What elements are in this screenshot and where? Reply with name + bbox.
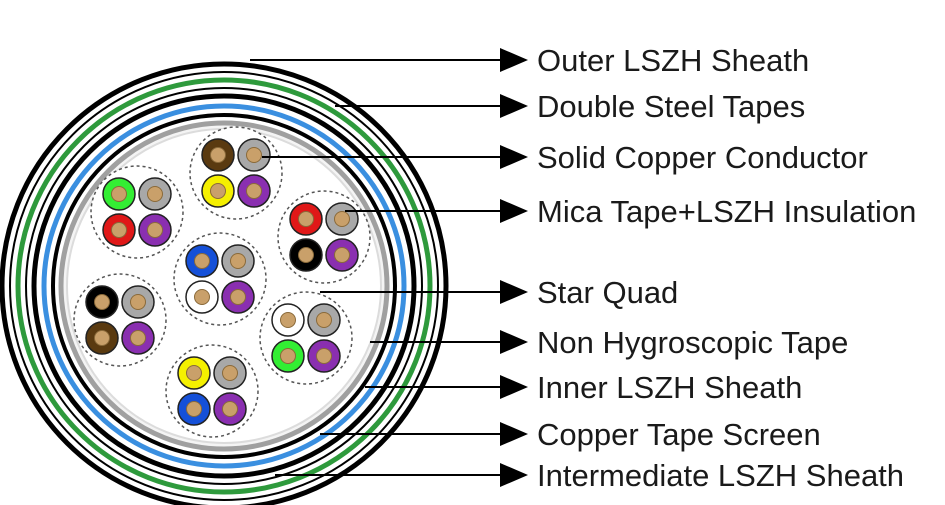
copper-conductor <box>246 147 262 163</box>
copper-conductor <box>111 186 127 202</box>
label-inner-lszh-sheath: Inner LSZH Sheath <box>537 370 802 405</box>
copper-conductor <box>147 222 163 238</box>
label-solid-copper-conductor: Solid Copper Conductor <box>537 140 868 175</box>
star-quad-7 <box>165 344 259 438</box>
quad-binder-tape <box>90 165 184 259</box>
copper-conductor <box>194 289 210 305</box>
star-quad-2 <box>90 165 184 259</box>
copper-conductor <box>316 312 332 328</box>
quad-binder-tape <box>259 291 353 385</box>
copper-conductor <box>334 247 350 263</box>
arrow-star-quad <box>500 280 528 304</box>
arrow-non-hygroscopic <box>500 330 528 354</box>
copper-conductor <box>246 183 262 199</box>
copper-conductor <box>210 147 226 163</box>
steel-tape-ring-1 <box>9 71 439 501</box>
star-quad-1 <box>189 126 283 220</box>
label-double-steel-tapes: Double Steel Tapes <box>537 89 805 124</box>
quad-binder-tape <box>173 232 267 326</box>
leader-lines <box>250 59 505 476</box>
label-star-quad: Star Quad <box>537 275 678 310</box>
copper-conductor <box>186 401 202 417</box>
outer-lszh-sheath-ring <box>0 61 449 505</box>
star-quad-3 <box>277 190 371 284</box>
arrow-outer-sheath <box>500 48 528 72</box>
blue-layer-ring <box>41 103 407 469</box>
labels: Outer LSZH Sheath Double Steel Tapes Sol… <box>537 43 916 493</box>
copper-conductor <box>222 401 238 417</box>
copper-conductor <box>94 330 110 346</box>
copper-conductor <box>230 289 246 305</box>
copper-conductor <box>230 253 246 269</box>
quad-binder-tape <box>73 273 167 367</box>
quad-binder-tape <box>165 344 259 438</box>
copper-conductor <box>130 294 146 310</box>
quad-binder-tape <box>277 190 371 284</box>
inner-lszh-sheath-ring <box>51 113 397 459</box>
star-quad-6 <box>259 291 353 385</box>
arrow-copper-screen <box>500 422 528 446</box>
steel-tape-ring-2 <box>25 87 423 485</box>
arrowheads <box>500 48 528 487</box>
star-quads <box>73 126 371 438</box>
copper-conductor <box>111 222 127 238</box>
label-mica-tape-lszh-insulation: Mica Tape+LSZH Insulation <box>537 194 916 229</box>
copper-conductor <box>222 365 238 381</box>
copper-conductor <box>186 365 202 381</box>
copper-conductor <box>298 247 314 263</box>
arrow-copper-conductor <box>500 145 528 169</box>
arrow-inner-sheath <box>500 375 528 399</box>
arrow-intermediate-sheath <box>500 463 528 487</box>
star-quad-4 <box>173 232 267 326</box>
copper-conductor <box>334 211 350 227</box>
copper-conductor <box>316 348 332 364</box>
green-layer-ring <box>15 77 433 495</box>
copper-conductor <box>280 312 296 328</box>
copper-conductor <box>94 294 110 310</box>
star-quad-5 <box>73 273 167 367</box>
copper-conductor <box>280 348 296 364</box>
quad-binder-tape <box>189 126 283 220</box>
copper-conductor <box>210 183 226 199</box>
copper-conductor <box>298 211 314 227</box>
copper-conductor <box>194 253 210 269</box>
arrow-steel-tapes <box>500 94 528 118</box>
copper-conductor <box>147 186 163 202</box>
label-intermediate-lszh-sheath: Intermediate LSZH Sheath <box>537 458 904 493</box>
label-non-hygroscopic-tape: Non Hygroscopic Tape <box>537 325 848 360</box>
copper-conductor <box>130 330 146 346</box>
label-outer-lszh-sheath: Outer LSZH Sheath <box>537 43 809 78</box>
arrow-mica-insulation <box>500 199 528 223</box>
label-copper-tape-screen: Copper Tape Screen <box>537 417 821 452</box>
intermediate-lszh-sheath-ring <box>31 93 417 479</box>
